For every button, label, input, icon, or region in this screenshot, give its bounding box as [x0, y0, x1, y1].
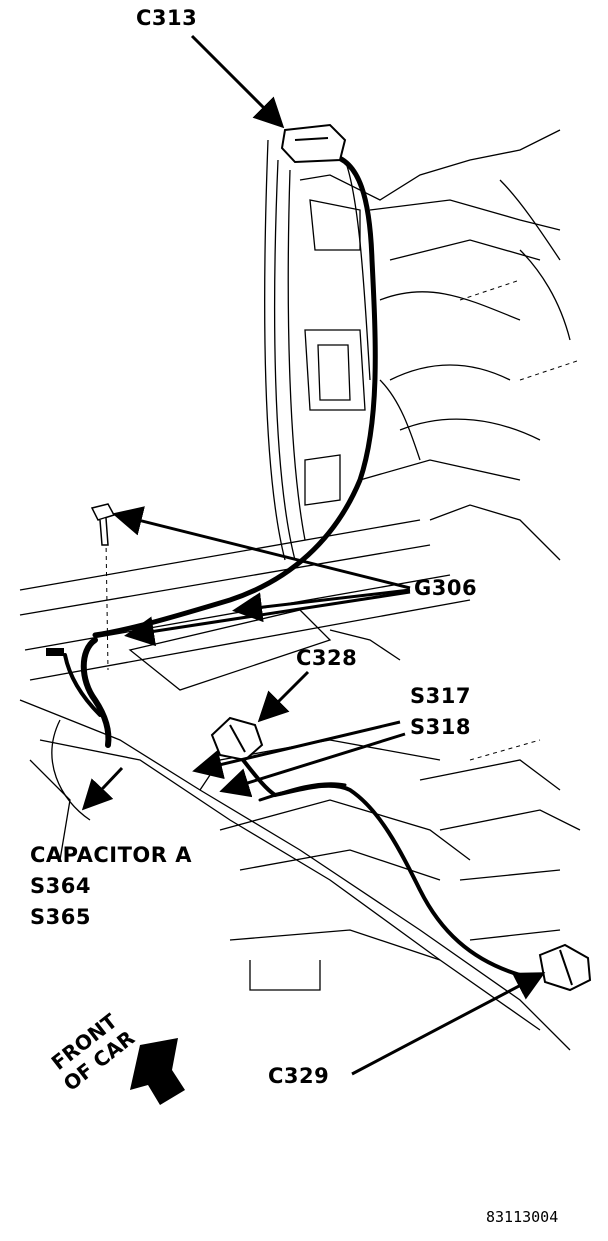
ground-bolt	[90, 503, 116, 546]
floor-structure-lines	[19, 519, 581, 1051]
connector-c329	[538, 943, 592, 992]
label-s365: S365	[30, 905, 91, 929]
body-structure-lines	[263, 129, 571, 561]
wiring-harness	[63, 152, 522, 977]
hidden-lines	[105, 279, 581, 761]
connector-c313	[280, 123, 347, 164]
figure-reference-number: 83113004	[486, 1208, 559, 1226]
capacitor-a-body	[46, 648, 64, 656]
connector-c328	[210, 716, 264, 762]
label-c329: C329	[268, 1064, 330, 1088]
leader-arrows	[81, 34, 546, 1076]
label-c328: C328	[296, 646, 358, 670]
label-c313: C313	[136, 6, 198, 30]
front-arrow-icon	[130, 1038, 185, 1105]
label-g306: G306	[414, 576, 478, 600]
label-s318: S318	[410, 715, 471, 739]
label-capacitor-a: CAPACITOR A	[30, 843, 193, 867]
label-s364: S364	[30, 874, 91, 898]
label-s317: S317	[410, 684, 471, 708]
